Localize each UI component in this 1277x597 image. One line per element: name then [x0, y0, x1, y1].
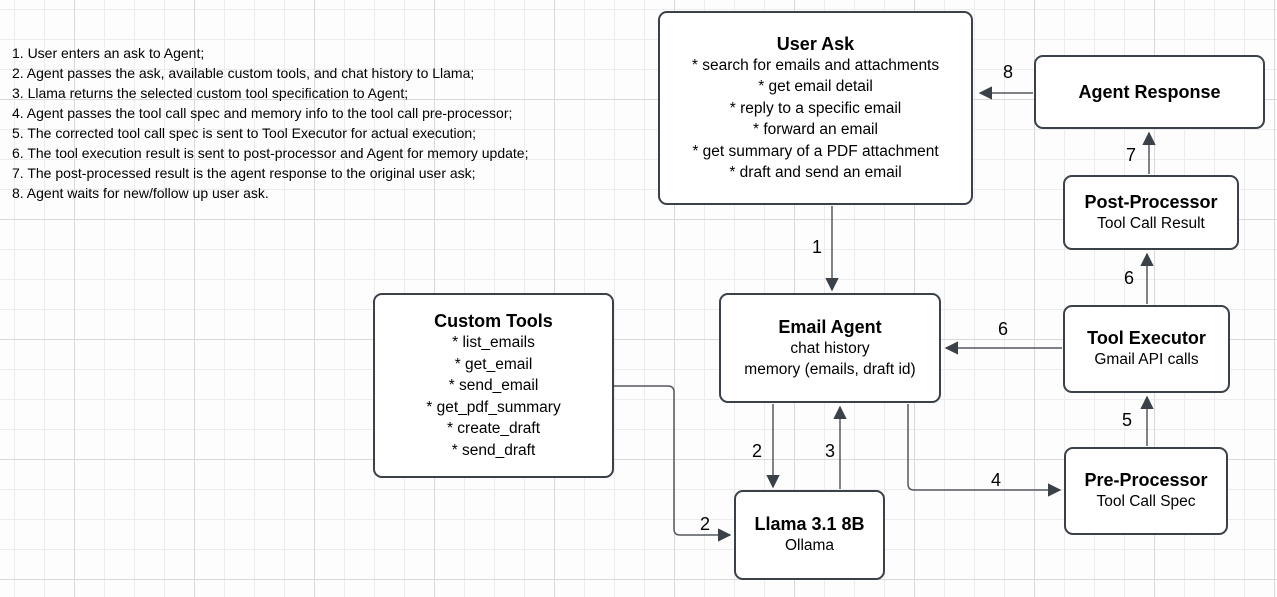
note-line: 2. Agent passes the ask, available custo…	[12, 65, 475, 81]
node-title: Email Agent	[778, 316, 882, 337]
node-llama[interactable]: Llama 3.1 8B Ollama	[734, 490, 885, 580]
node-line: * forward an email	[753, 121, 878, 138]
node-line: * get_pdf_summary	[426, 398, 561, 416]
node-title: Pre-Processor	[1084, 470, 1208, 491]
node-line: * get email detail	[758, 78, 873, 95]
node-title: Llama 3.1 8B	[754, 514, 865, 535]
node-line: * send_email	[448, 377, 539, 394]
flow-notes: 1. User enters an ask to Agent; 2. Agent…	[12, 43, 528, 203]
node-subtitle: Gmail API calls	[1094, 351, 1199, 369]
node-line: * create_draft	[446, 420, 541, 437]
node-line: * get summary of a PDF attachment	[692, 142, 939, 160]
arrow-label-8: 8	[1002, 62, 1014, 82]
arrow-label-2: 2	[751, 441, 763, 461]
note-line: 5. The corrected tool call spec is sent …	[12, 125, 477, 141]
node-title: Custom Tools	[434, 311, 553, 331]
node-line: * draft and send an email	[729, 164, 902, 181]
node-line: memory (emails, draft id)	[744, 361, 916, 378]
arrow-custom-tools-to-llama	[614, 385, 732, 542]
node-subtitle: Tool Call Result	[1097, 214, 1205, 232]
node-email-agent[interactable]: Email Agent chat history memory (emails,…	[719, 293, 941, 403]
node-line: * list_emails	[452, 334, 535, 351]
node-line: * send_draft	[451, 441, 536, 459]
arrow-label-7: 7	[1125, 145, 1137, 165]
note-line: 1. User enters an ask to Agent;	[12, 45, 205, 61]
note-line: 4. Agent passes the tool call spec and m…	[12, 105, 513, 121]
arrow-label-1: 1	[811, 237, 823, 257]
note-line: 7. The post-processed result is the agen…	[12, 165, 476, 181]
arrow-label-6: 6	[997, 319, 1009, 339]
node-line: * search for emails and attachments	[691, 56, 940, 74]
node-line: chat history	[790, 339, 870, 357]
node-line: * reply to a specific email	[729, 99, 902, 117]
node-pre-processor[interactable]: Pre-Processor Tool Call Spec	[1064, 447, 1228, 535]
node-title: Tool Executor	[1087, 328, 1206, 349]
note-line: 8. Agent waits for new/follow up user as…	[12, 185, 269, 201]
arrow-label-3: 3	[824, 441, 836, 461]
note-line: 3. Llama returns the selected custom too…	[12, 85, 409, 101]
note-line: 6. The tool execution result is sent to …	[12, 145, 529, 161]
arrow-email-agent-to-pre-processor	[907, 404, 1062, 497]
arrow-label-2b: 2	[699, 514, 711, 534]
node-title: Agent Response	[1078, 82, 1221, 102]
node-custom-tools[interactable]: Custom Tools * list_emails * get_email *…	[373, 293, 614, 478]
node-post-processor[interactable]: Post-Processor Tool Call Result	[1063, 175, 1239, 250]
node-line: * get_email	[454, 355, 533, 373]
node-subtitle: Tool Call Spec	[1096, 493, 1196, 511]
node-user-ask[interactable]: User Ask * search for emails and attachm…	[658, 11, 973, 205]
node-title: User Ask	[776, 33, 855, 54]
node-tool-executor[interactable]: Tool Executor Gmail API calls	[1063, 305, 1230, 393]
arrow-label-4: 4	[990, 470, 1002, 490]
node-subtitle: Ollama	[784, 537, 835, 555]
arrow-label-5: 5	[1121, 410, 1133, 430]
node-title: Post-Processor	[1084, 191, 1218, 212]
node-agent-response[interactable]: Agent Response	[1034, 55, 1265, 129]
arrow-label-6b: 6	[1123, 268, 1135, 288]
